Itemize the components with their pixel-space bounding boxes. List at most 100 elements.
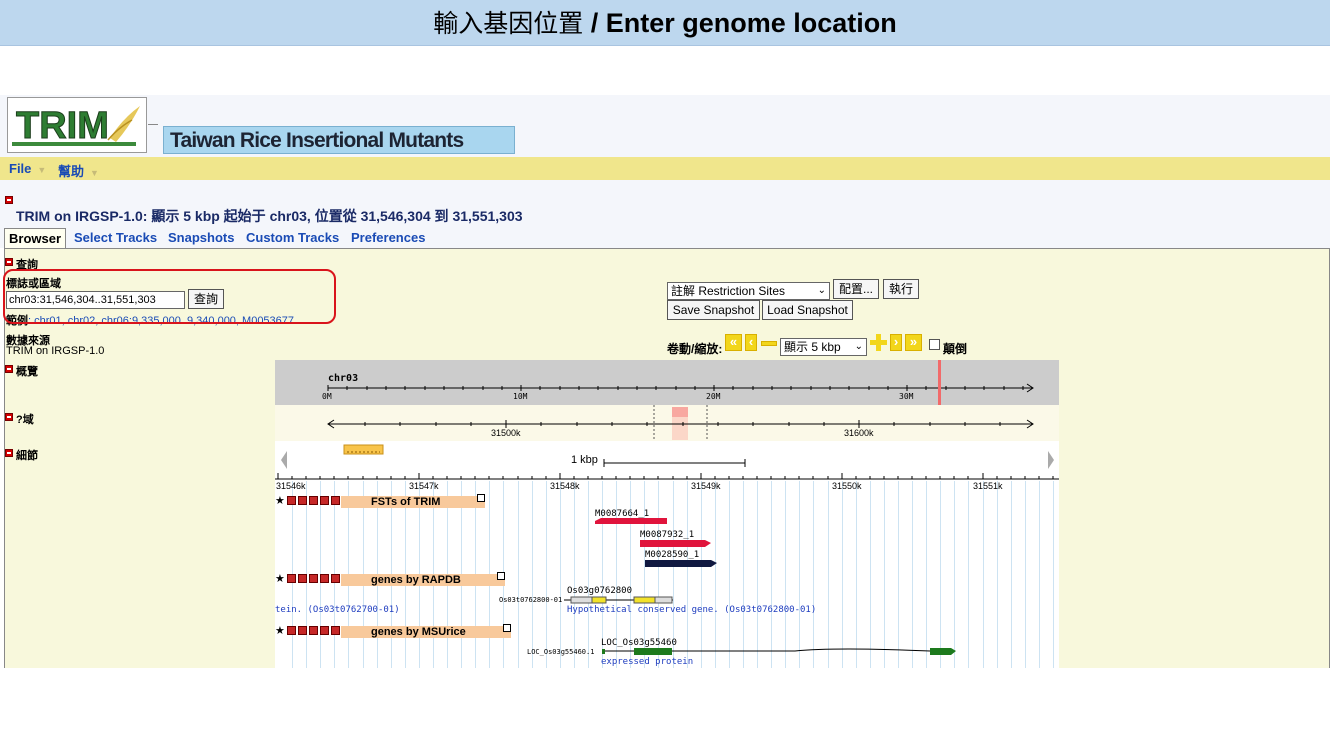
collapse-search-icon[interactable] xyxy=(5,258,13,266)
collapse-overview-icon[interactable] xyxy=(5,365,13,373)
help-track-icon[interactable] xyxy=(320,496,329,505)
region-tick-31600k: 31600k xyxy=(844,428,874,438)
database-name: Taiwan Rice Insertional Mutants Database xyxy=(163,126,515,180)
zoom-out-icon[interactable] xyxy=(761,341,777,346)
menu-file[interactable]: File▼ xyxy=(9,161,46,176)
scroll-far-right-icon[interactable]: » xyxy=(905,334,922,351)
edit-track-icon[interactable] xyxy=(331,626,340,635)
zoom-in-icon[interactable] xyxy=(870,334,887,351)
rapdb-desc-right: Hypothetical conserved gene. (Os03t07628… xyxy=(567,605,817,615)
datasource-label: 數據來源 xyxy=(6,335,50,347)
annotate-select[interactable]: 註解 Restriction Sites⌄ xyxy=(667,282,830,300)
menu-file-label: File xyxy=(9,161,32,176)
flip-checkbox[interactable] xyxy=(929,339,940,350)
edit-track-icon[interactable] xyxy=(331,496,340,505)
region-tick-31500k: 31500k xyxy=(491,428,521,438)
scroll-right-icon[interactable]: › xyxy=(890,334,902,351)
highlight-box xyxy=(3,269,336,324)
menu-help[interactable]: 幫助▼ xyxy=(58,161,99,180)
page-title: TRIM on IRGSP-1.0: 顯示 5 kbp 起始于 chr03, 位… xyxy=(16,208,523,224)
config-button[interactable]: 配置... xyxy=(833,279,879,299)
trim-logo[interactable]: TRIM xyxy=(7,97,147,153)
slide-title: 輸入基因位置 / Enter genome location xyxy=(0,0,1330,46)
help-track-icon[interactable] xyxy=(320,626,329,635)
popout-icon[interactable] xyxy=(497,572,505,580)
favorite-star-icon[interactable]: ★ xyxy=(275,573,285,585)
search-section-title: 查詢 xyxy=(16,259,38,271)
detail-tick-31551k: 31551k xyxy=(973,481,1003,491)
zoom-select[interactable]: 顯示 5 kbp⌄ xyxy=(780,338,867,356)
details-section-title: 細節 xyxy=(16,450,38,462)
overview-tick-30m: 30M xyxy=(899,392,914,401)
region-ruler xyxy=(327,405,1034,441)
search-button[interactable]: 查詢 xyxy=(188,289,224,309)
tab-preferences[interactable]: Preferences xyxy=(351,230,426,245)
slide-title-cn: 輸入基因位置 xyxy=(433,9,584,38)
msu-transcript-label[interactable]: LOC_Os03g55460.1 xyxy=(527,648,595,656)
collapse-track-icon[interactable] xyxy=(287,626,296,635)
chevron-down-icon: ▼ xyxy=(90,168,99,178)
rapdb-transcript-label[interactable]: Os03t0762800-01 xyxy=(499,596,563,604)
overview-ruler xyxy=(327,360,1034,405)
region-track[interactable]: 31500k 31600k xyxy=(275,405,1059,441)
details-track[interactable]: 31546k 31547k 31548k 31549k 31550k 31551… xyxy=(275,441,1059,668)
collapse-track-icon[interactable] xyxy=(287,496,296,505)
scroll-right-arrow-icon xyxy=(1048,451,1054,469)
menu-bar: File▼ 幫助▼ xyxy=(0,157,1330,180)
load-snapshot-button[interactable]: Load Snapshot xyxy=(762,300,853,320)
popout-icon[interactable] xyxy=(477,494,485,502)
fst-track-controls[interactable]: ★ xyxy=(275,495,342,507)
overview-position-marker xyxy=(938,360,941,405)
fst-track-header: FSTs of TRIM xyxy=(341,496,485,508)
share-track-icon[interactable] xyxy=(309,574,318,583)
examples-links[interactable]: : chr01, chr02, chr06:9,335,000..9,340,0… xyxy=(28,315,295,327)
rapdb-track-name: genes by RAPDB xyxy=(371,574,461,586)
tab-select-tracks[interactable]: Select Tracks xyxy=(74,230,158,245)
close-track-icon[interactable] xyxy=(298,626,307,635)
close-track-icon[interactable] xyxy=(298,574,307,583)
popout-icon[interactable] xyxy=(503,624,511,632)
msu-track-controls[interactable]: ★ xyxy=(275,625,342,637)
help-track-icon[interactable] xyxy=(320,574,329,583)
save-snapshot-button[interactable]: Save Snapshot xyxy=(667,300,760,320)
rapdb-gene-label[interactable]: Os03g0762800 xyxy=(567,586,633,596)
scroll-far-left-icon[interactable]: « xyxy=(725,334,742,351)
overview-section-title: 概覽 xyxy=(16,366,38,378)
fst-feature-1-label[interactable]: M0087664_1 xyxy=(595,509,650,519)
collapse-details-icon[interactable] xyxy=(5,449,13,457)
collapse-region-icon[interactable] xyxy=(5,413,13,421)
search-input[interactable] xyxy=(6,291,185,309)
header-divider xyxy=(148,124,158,125)
scroll-left-icon[interactable]: ‹ xyxy=(745,334,757,351)
collapse-track-icon[interactable] xyxy=(287,574,296,583)
rapdb-track-controls[interactable]: ★ xyxy=(275,573,342,585)
fst-feature-2-label[interactable]: M0087932_1 xyxy=(640,530,695,540)
tab-snapshots[interactable]: Snapshots xyxy=(168,230,235,245)
tab-browser[interactable]: Browser xyxy=(4,228,67,249)
details-graphics xyxy=(275,441,1059,655)
msu-track-header: genes by MSUrice xyxy=(341,626,511,638)
scroll-left-arrow-icon xyxy=(281,451,287,469)
go-button[interactable]: 執行 xyxy=(883,279,919,299)
search-label: 標誌或區域 xyxy=(6,278,61,290)
msu-gene-label[interactable]: LOC_Os03g55460 xyxy=(601,638,677,648)
edit-track-icon[interactable] xyxy=(331,574,340,583)
favorite-star-icon[interactable]: ★ xyxy=(275,495,285,507)
close-track-icon[interactable] xyxy=(298,496,307,505)
fst-feature-2 xyxy=(640,540,711,547)
favorite-star-icon[interactable]: ★ xyxy=(275,625,285,637)
scale-bar-label: 1 kbp xyxy=(571,454,598,466)
fst-track-name: FSTs of TRIM xyxy=(371,496,441,508)
detail-tick-31549k: 31549k xyxy=(691,481,721,491)
overview-tick-0m: 0M xyxy=(322,392,332,401)
tab-custom-tracks[interactable]: Custom Tracks xyxy=(246,230,340,245)
detail-tick-31550k: 31550k xyxy=(832,481,862,491)
overview-track[interactable]: chr03 0M 10M 20M 30M xyxy=(275,360,1059,405)
fst-feature-3-label[interactable]: M0028590_1 xyxy=(645,550,700,560)
collapse-title-icon[interactable] xyxy=(5,196,13,204)
share-track-icon[interactable] xyxy=(309,496,318,505)
fst-feature-3 xyxy=(645,560,717,567)
datasource-value: TRIM on IRGSP-1.0 xyxy=(6,345,105,357)
share-track-icon[interactable] xyxy=(309,626,318,635)
detail-tick-31546k: 31546k xyxy=(276,481,306,491)
